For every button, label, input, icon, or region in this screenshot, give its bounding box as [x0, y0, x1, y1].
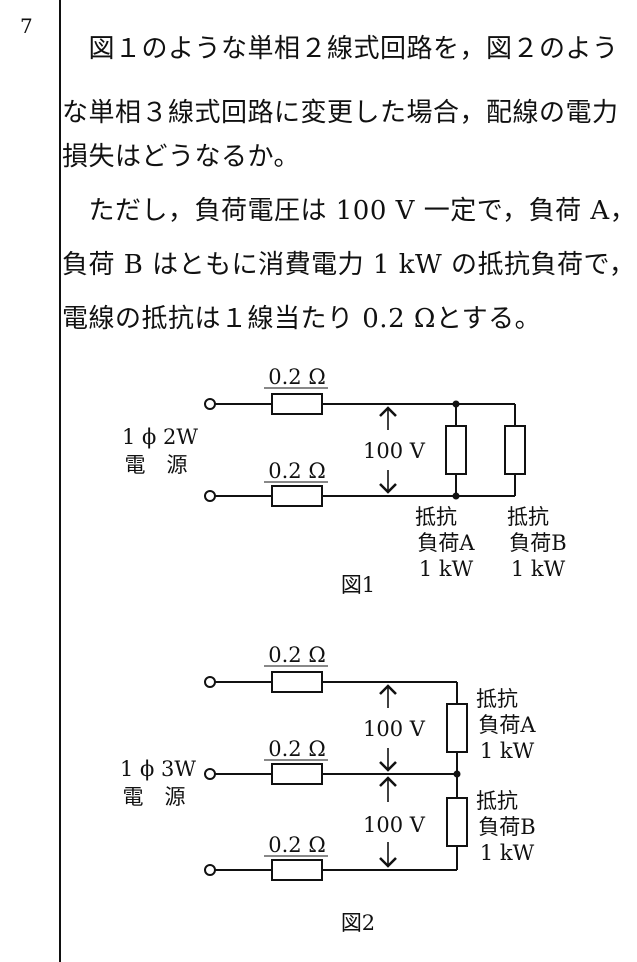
problem-line-3: 損失はどうなるか。 — [62, 142, 300, 172]
fig2-load-b-line1: 抵抗 — [476, 789, 518, 813]
fig2-resistor-mid-label: 0.2 Ω — [268, 737, 325, 761]
fig1-resistor-top — [271, 393, 323, 415]
problem-line-1: 図１のような単相２線式回路を，図２のよう — [62, 34, 619, 64]
fig2-load-b-line3: 1 kW — [480, 841, 535, 865]
fig2-terminal-mid — [204, 768, 216, 780]
fig2-voltage-top-label: 100 V — [363, 717, 426, 741]
question-number: 7 — [20, 14, 33, 38]
fig2-caption: 図2 — [341, 911, 375, 935]
fig1-node-top — [452, 400, 460, 408]
fig1-load-a-line1: 抵抗 — [415, 505, 457, 529]
fig2-load-b-line2: 負荷B — [478, 815, 535, 839]
figure-2 — [204, 671, 468, 881]
problem-line-5: 負荷 B はともに消費電力 1 kW の抵抗負荷で， — [62, 250, 636, 280]
fig2-resistor-top — [271, 671, 323, 693]
fig2-resistor-bottom — [271, 859, 323, 881]
fig1-load-b-line1: 抵抗 — [507, 505, 549, 529]
fig1-caption: 図1 — [341, 573, 375, 597]
fig2-load-a-line1: 抵抗 — [476, 687, 518, 711]
fig2-source-line1: 1 ϕ 3W — [120, 757, 196, 781]
problem-line-4: ただし，負荷電圧は 100 V 一定で，負荷 A， — [62, 196, 637, 226]
fig2-resistor-mid — [271, 763, 323, 785]
fig2-load-a-line2: 負荷A — [478, 713, 536, 737]
fig1-resistor-top-label: 0.2 Ω — [268, 365, 325, 389]
figure-1-labels: 0.2 Ω 0.2 Ω 1 ϕ 2W 電 源 100 V 抵抗 負荷A 1 kW… — [122, 365, 567, 597]
fig1-resistor-bottom-label: 0.2 Ω — [268, 459, 325, 483]
fig1-load-b-line2: 負荷B — [509, 531, 566, 555]
figure-1 — [204, 393, 526, 507]
fig2-source-line2: 電 源 — [123, 785, 186, 809]
fig2-load-b — [446, 797, 468, 847]
fig1-load-a — [445, 425, 467, 475]
fig1-resistor-bottom — [271, 485, 323, 507]
fig1-source-line1: 1 ϕ 2W — [122, 425, 198, 449]
fig1-voltage-label: 100 V — [363, 439, 426, 463]
fig2-terminal-top — [204, 676, 216, 688]
figure-2-labels: 0.2 Ω 0.2 Ω 0.2 Ω 1 ϕ 3W 電 源 100 V 100 V… — [120, 643, 536, 935]
fig2-node-mid — [453, 770, 461, 778]
fig1-load-a-line2: 負荷A — [417, 531, 475, 555]
fig1-load-a-line3: 1 kW — [419, 557, 474, 581]
fig1-source-line2: 電 源 — [125, 453, 188, 477]
margin-rule — [59, 0, 61, 962]
fig2-resistor-bottom-label: 0.2 Ω — [268, 833, 325, 857]
fig1-terminal-top — [204, 398, 216, 410]
problem-line-2: な単相３線式回路に変更した場合，配線の電力 — [62, 98, 619, 128]
fig2-load-a — [446, 703, 468, 753]
fig2-voltage-bottom-label: 100 V — [363, 813, 426, 837]
fig1-load-b-line3: 1 kW — [511, 557, 566, 581]
fig1-load-b — [504, 425, 526, 475]
fig2-resistor-top-label: 0.2 Ω — [268, 643, 325, 667]
fig1-terminal-bottom — [204, 490, 216, 502]
problem-line-6: 電線の抵抗は１線当たり 0.2 Ωとする。 — [62, 304, 542, 334]
fig1-node-bottom — [452, 492, 460, 500]
fig2-load-a-line3: 1 kW — [480, 739, 535, 763]
fig2-terminal-bottom — [204, 864, 216, 876]
